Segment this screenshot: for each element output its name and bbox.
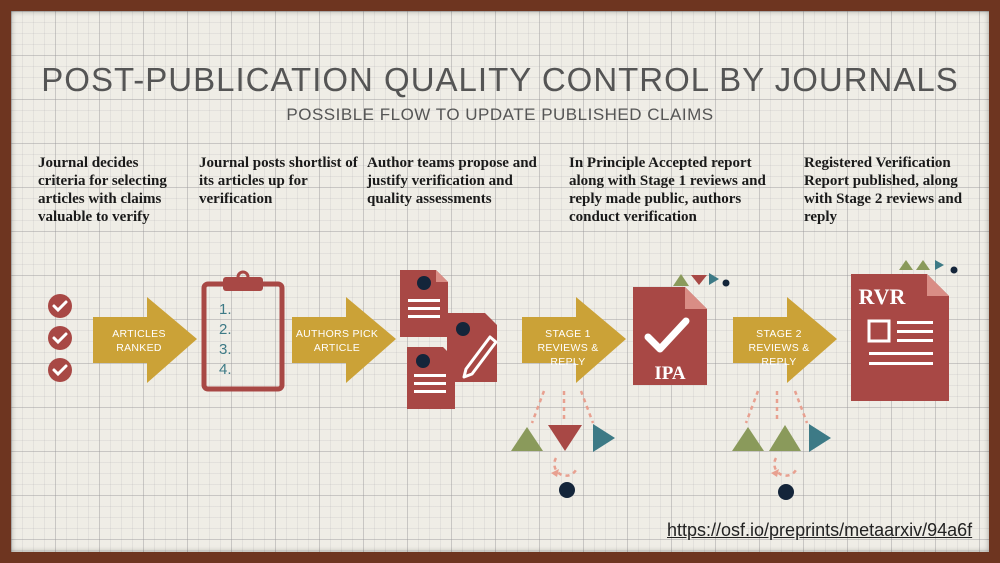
arrow-4-label-line2: REVIEWS & REPLY [748, 342, 810, 368]
arrow-4-label: STAGE 2 REVIEWS & REPLY [732, 327, 826, 369]
ipa-document-icon [633, 287, 707, 385]
arrow-3-label-line1: STAGE 1 [545, 328, 591, 340]
check-circle-icon [48, 358, 72, 382]
check-circle-icon [48, 326, 72, 350]
flow-arrow-3 [522, 297, 626, 383]
stage2-reviews-icon [732, 390, 831, 500]
arrow-1-label: ARTICLES RANKED [99, 327, 179, 355]
arrow-3-label-line2: REVIEWS & REPLY [537, 342, 599, 368]
step-5-text: Registered Verification Report published… [804, 155, 963, 225]
stage1-reviews-icon [511, 390, 615, 498]
slide: POST-PUBLICATION QUALITY CONTROL BY JOUR… [11, 11, 989, 552]
slide-subtitle: POSSIBLE FLOW TO UPDATE PUBLISHED CLAIMS [286, 105, 714, 124]
step-4-text: In Principle Accepted report along with … [569, 155, 766, 225]
arrow-4-label-line1: STAGE 2 [756, 328, 802, 340]
reviewers-icon [673, 273, 730, 287]
rvr-label: RVR [859, 284, 907, 309]
check-circle-icon [48, 294, 72, 318]
ipa-label: IPA [654, 363, 686, 384]
rvr-document-icon [851, 274, 949, 401]
clipboard-item-2: 2. [219, 321, 232, 338]
arrow-3-label: STAGE 1 REVIEWS & REPLY [521, 327, 615, 369]
arrow-2-label-line2: ARTICLE [313, 342, 361, 354]
clipboard-item-1: 1. [219, 301, 232, 318]
arrow-1-label-line1: ARTICLES [112, 328, 166, 340]
flow-diagram: 1. 2. 3. 4. IPA RVR [48, 260, 958, 500]
arrow-2-label: AUTHORS PICK ARTICLE [295, 327, 379, 355]
step-2-text: Journal posts shortlist of its articles … [199, 155, 358, 207]
flow-arrow-4 [733, 297, 837, 383]
flow-arrow-2 [292, 297, 396, 383]
flow-arrow-1 [93, 297, 197, 383]
arrow-2-label-line1: AUTHORS PICK [295, 328, 379, 340]
slide-title: POST-PUBLICATION QUALITY CONTROL BY JOUR… [41, 61, 959, 98]
clipboard-item-3: 3. [219, 341, 232, 358]
clipboard-item-4: 4. [219, 361, 232, 378]
step-3-text: Author teams propose and justify verific… [367, 155, 537, 207]
documents-icon [400, 270, 498, 409]
arrow-1-label-line2: RANKED [116, 342, 162, 354]
reviewers-icon [899, 260, 958, 274]
clipboard-icon [201, 270, 285, 392]
step-1-text: Journal decides criteria for selecting a… [38, 155, 167, 225]
preprint-link[interactable]: https://osf.io/preprints/metaarxiv/94a6f [667, 520, 973, 540]
